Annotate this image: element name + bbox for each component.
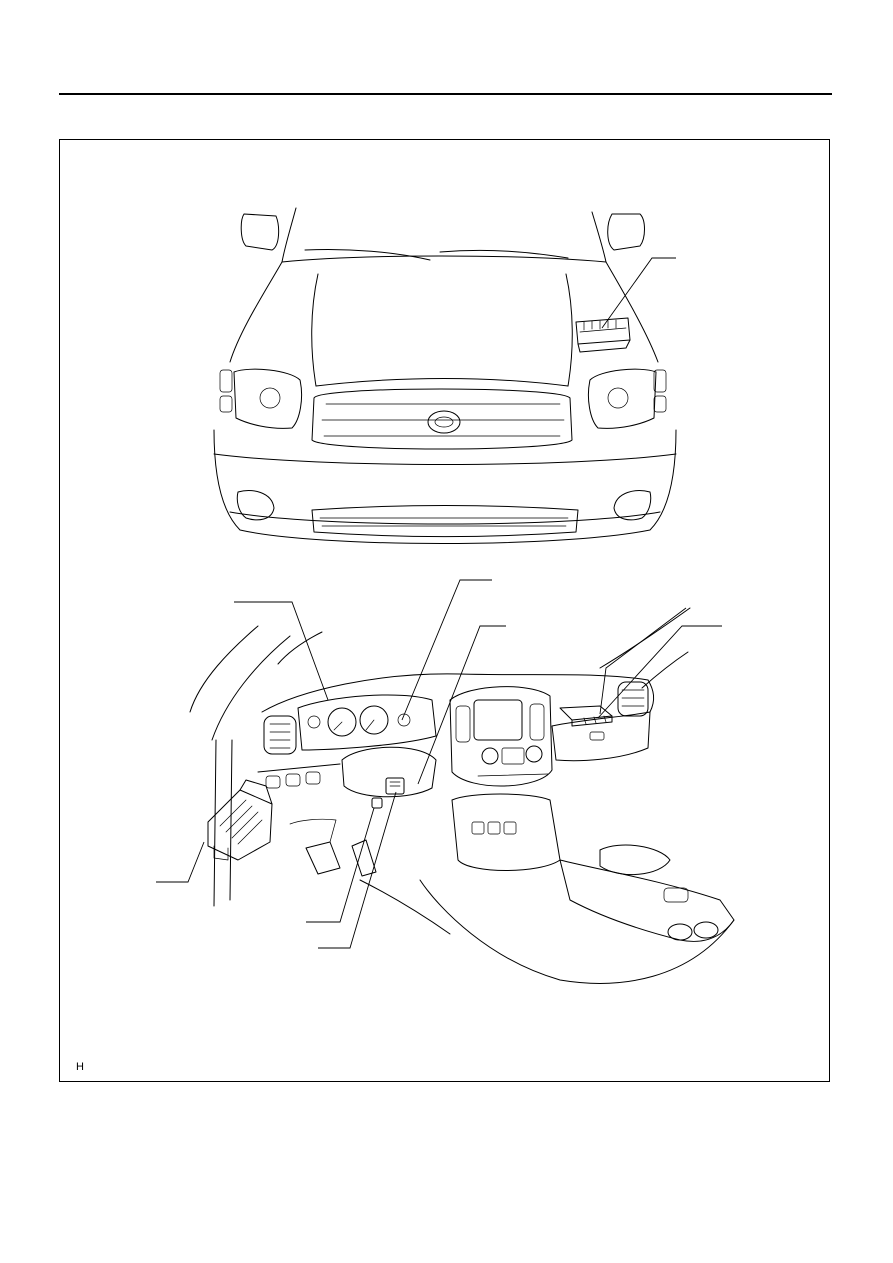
lower-intake — [311, 505, 579, 537]
combination-meter — [297, 694, 437, 751]
right-vent — [617, 681, 649, 717]
steering-column — [341, 746, 437, 798]
right-fog-light — [613, 490, 652, 521]
dashboard-view — [189, 607, 735, 984]
vehicle-front-view — [213, 207, 677, 544]
leader-column-connector — [417, 625, 506, 785]
display-screen — [473, 699, 523, 741]
right-headlight — [587, 368, 657, 429]
center-console — [451, 793, 561, 871]
emblem — [427, 410, 461, 434]
header-rule — [59, 93, 832, 95]
leader-stop-light-switch — [306, 807, 375, 923]
instrument-panel-junction-block — [207, 779, 273, 861]
leader-ecu-connector — [597, 625, 722, 719]
center-stack — [449, 686, 553, 787]
leader-column-connector-lower — [318, 791, 397, 949]
right-mirror — [607, 213, 645, 251]
leader-passenger-dash-ecu — [599, 607, 687, 715]
diagram-frame: H — [59, 139, 830, 1082]
leader-instrument-panel-junction-block — [156, 841, 205, 883]
left-mirror — [240, 213, 280, 251]
engine-room-junction-block — [575, 317, 631, 353]
left-fog-light — [236, 490, 275, 521]
grille — [311, 388, 573, 450]
accelerator-pedal — [351, 839, 377, 877]
leader-lines — [156, 257, 722, 949]
leader-engine-room-junction-block — [601, 257, 676, 329]
left-headlight — [233, 368, 303, 429]
figure-code: H — [76, 1061, 85, 1073]
left-vent — [263, 715, 297, 755]
rear-console — [559, 859, 735, 942]
brake-pedal — [305, 841, 341, 875]
leader-steering-column-connector — [401, 579, 492, 721]
stop-light-switch — [371, 797, 383, 809]
leader-combination-meter — [234, 601, 329, 701]
steering-column-connector — [385, 777, 405, 795]
